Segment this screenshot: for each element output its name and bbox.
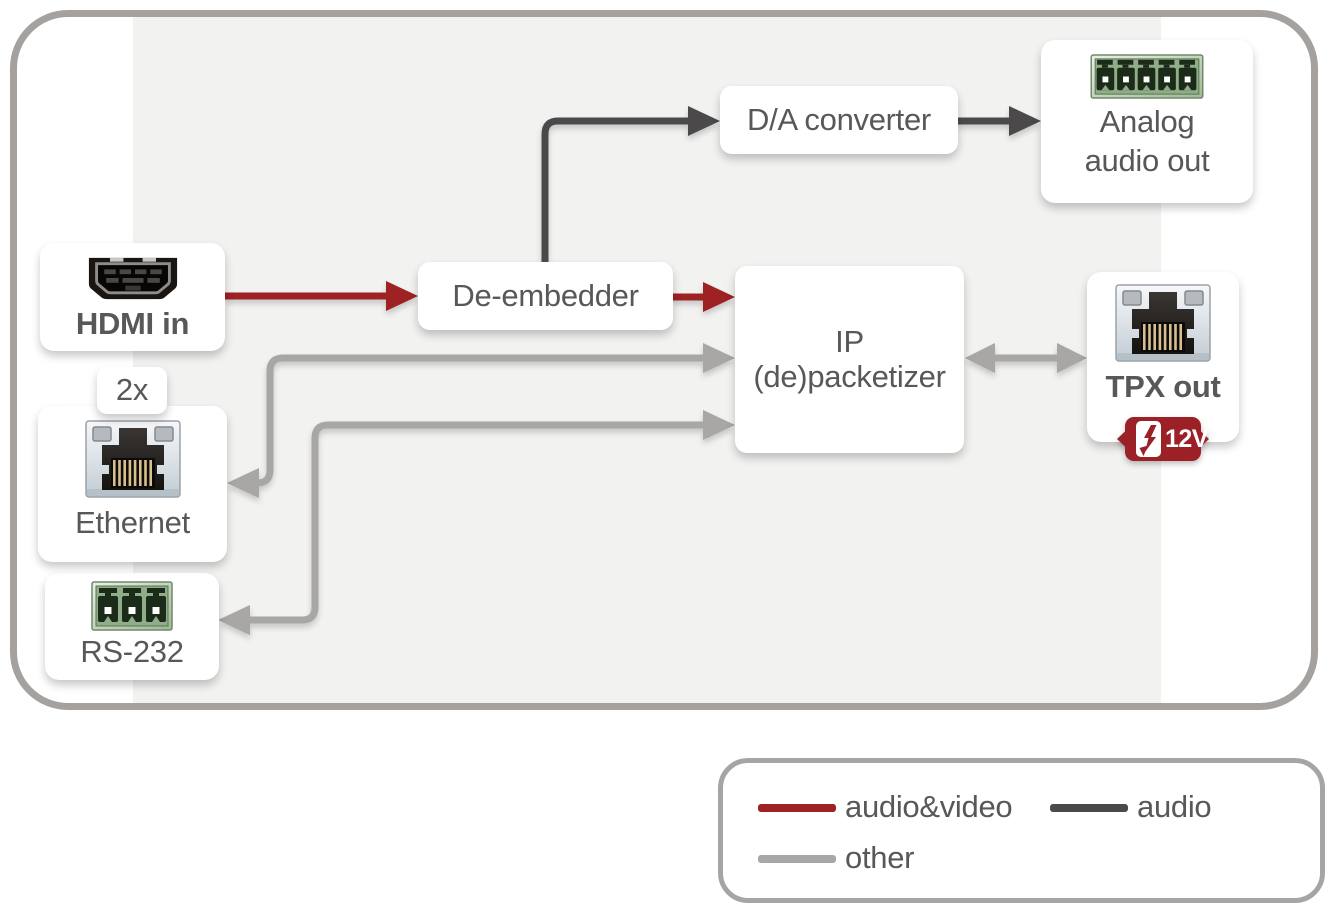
lightning-bolt-icon xyxy=(1139,425,1157,456)
block-ethernet: Ethernet xyxy=(38,406,227,562)
legend-label-audio-video: audio&video xyxy=(845,789,1013,824)
hdmi-connector-icon xyxy=(88,257,177,300)
hdmi-in-label: HDMI in xyxy=(75,306,190,341)
block-tpx-out: TPX out 12V xyxy=(1087,272,1239,461)
block-analog-audio-out: Analog audio out xyxy=(1041,40,1253,203)
analog-out-label-line2: audio out xyxy=(1084,142,1210,178)
block-de-embedder: De-embedder xyxy=(418,262,673,330)
ethernet-label: Ethernet xyxy=(75,505,190,540)
tpx-out-label: TPX out xyxy=(1105,369,1221,404)
block-rs232: RS-232 xyxy=(45,573,219,680)
rj45-jack-icon xyxy=(84,420,181,498)
legend-swatch-other xyxy=(758,855,836,863)
legend: audio&video audio other xyxy=(718,758,1325,903)
device-body-panel xyxy=(133,17,1161,703)
block-hdmi-in: HDMI in xyxy=(40,243,225,351)
power-badge-12v: 12V xyxy=(1115,416,1211,462)
phoenix-3pin-icon xyxy=(91,581,173,631)
legend-label-audio: audio xyxy=(1137,789,1212,824)
da-converter-label: D/A converter xyxy=(747,101,931,137)
power-badge-label: 12V xyxy=(1165,425,1208,453)
hdmi-count-badge: 2x xyxy=(97,367,167,414)
block-da-converter: D/A converter xyxy=(720,86,958,154)
legend-swatch-audio-video xyxy=(758,804,836,812)
analog-out-label-line1: Analog xyxy=(1099,104,1195,139)
de-embedder-label: De-embedder xyxy=(452,277,639,313)
block-ip-packetizer: IP (de)packetizer xyxy=(735,266,964,453)
legend-swatch-audio xyxy=(1050,804,1128,812)
power-badge-shape xyxy=(1117,417,1209,461)
legend-label-other: other xyxy=(845,840,915,875)
hdmi-count-label: 2x xyxy=(115,372,149,408)
rs232-label: RS-232 xyxy=(80,634,184,669)
phoenix-5pin-icon xyxy=(1090,54,1204,99)
ip-packetizer-label-line2: (de)packetizer xyxy=(753,358,946,394)
rj45-jack-icon xyxy=(1115,284,1211,362)
ip-packetizer-label-line1: IP xyxy=(835,323,864,359)
